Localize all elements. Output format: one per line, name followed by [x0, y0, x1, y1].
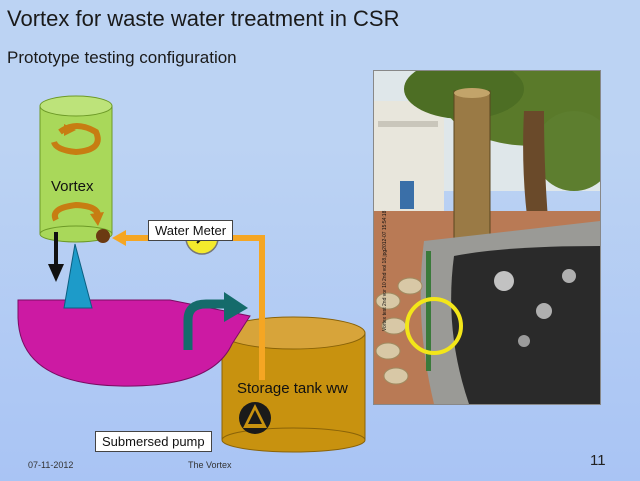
submersed-pump-label: Submersed pump	[95, 431, 212, 452]
outflow-arrowhead	[48, 264, 64, 282]
water-meter-label: Water Meter	[148, 220, 234, 241]
storage-tank-label: Storage tank ww	[237, 380, 348, 397]
swirl-arrowhead-bottom	[90, 212, 104, 226]
swirl-arrow-top	[51, 123, 101, 156]
pump-highlight-circle	[405, 297, 463, 355]
slide-number: 11	[590, 452, 606, 469]
footer-date: 07-11-2012	[28, 460, 74, 470]
overflow-arrow	[183, 299, 228, 350]
cone-outlet	[63, 243, 93, 309]
swirl-arrowhead-top	[64, 124, 76, 136]
inflow-arrowhead	[112, 230, 126, 246]
slide-title: Vortex for waste water treatment in CSR	[7, 6, 400, 31]
vortex-cylinder	[39, 95, 113, 243]
photo-watermark: Vortex test 2nd vor 10 2nd vol 18.jpg201…	[382, 210, 388, 331]
vortex-label: Vortex	[51, 178, 94, 195]
slide-subtitle: Prototype testing configuration	[7, 48, 237, 67]
collection-basin	[17, 299, 251, 387]
overflow-arrowhead	[224, 292, 248, 322]
photo-illustration: Vortex test 2nd vor 10 2nd vol 18.jpg201…	[374, 71, 600, 404]
valve-ball	[96, 229, 110, 243]
footer-title: The Vortex	[188, 460, 232, 470]
submersed-pump-icon	[239, 402, 271, 434]
prototype-photo: Vortex test 2nd vor 10 2nd vol 18.jpg201…	[373, 70, 601, 405]
swirl-arrow-bottom	[52, 201, 102, 222]
